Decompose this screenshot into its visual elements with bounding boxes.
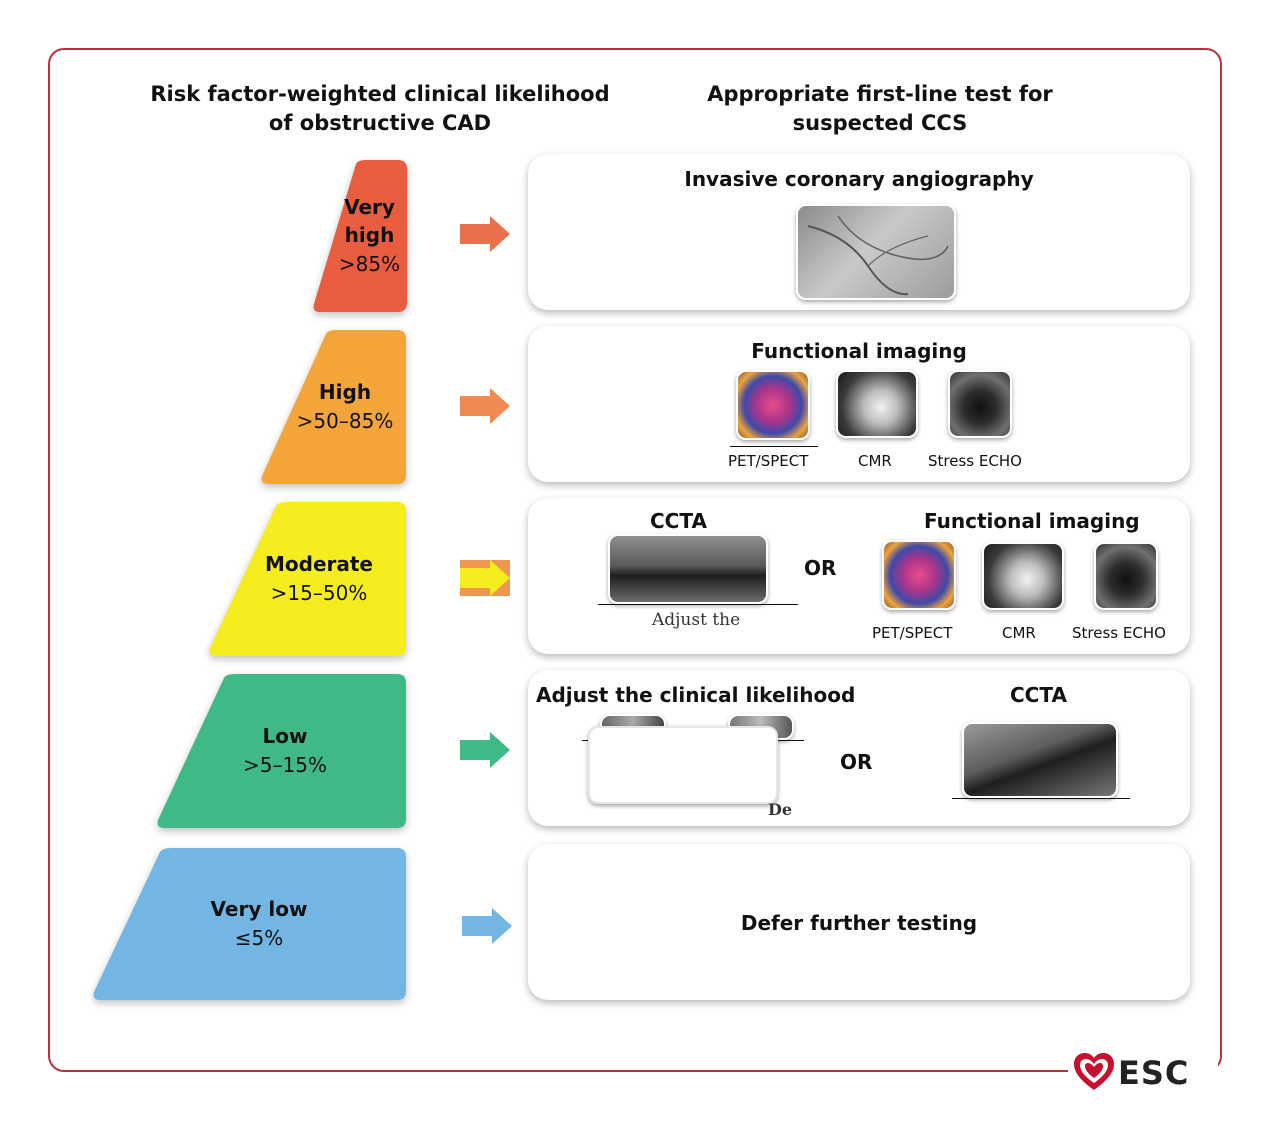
tier-high-range: >50–85% [296, 409, 394, 433]
divider [730, 446, 818, 447]
angiography-image [796, 204, 956, 300]
adjust-fragment-text: Adjust the [652, 610, 741, 630]
tier-moderate: Moderate >15–50% [208, 502, 406, 656]
caption-pet-spect: PET/SPECT [872, 624, 953, 642]
divider [598, 604, 798, 605]
invasive-title: Invasive coronary angiography [684, 167, 1034, 191]
low-right-title: CCTA [1010, 683, 1067, 707]
moderate-right-title: Functional imaging [924, 509, 1140, 533]
heart-icon [1074, 1053, 1114, 1090]
tier-high-name: High [318, 380, 372, 404]
very-low-title: Defer further testing [740, 911, 978, 935]
functional-title: Functional imaging [751, 339, 967, 363]
ccta-image [608, 534, 768, 604]
tier-very-low-name: Very low [210, 897, 308, 921]
low-or-label: OR [840, 750, 873, 774]
right-column-heading: Appropriate first-line test for suspecte… [707, 82, 1053, 135]
tier-very-high-name: Very high [344, 195, 395, 247]
stress-echo-image [1094, 542, 1158, 610]
tier-shape [313, 160, 407, 312]
tier-shape [261, 330, 406, 484]
left-column-heading: Risk factor-weighted clinical likelihood… [150, 82, 610, 135]
arrow-right-icon [462, 908, 512, 944]
tier-very-high: Very high >85% [312, 160, 407, 312]
tier-low-name: Low [262, 724, 308, 748]
moderate-or-label: OR [804, 556, 837, 580]
tier-shape [209, 502, 406, 656]
tier-moderate-name: Moderate [264, 552, 373, 576]
tier-shape [93, 848, 406, 1000]
blank-placeholder-box [588, 726, 778, 804]
cmr-image [836, 370, 918, 438]
tier-very-low: Very low ≤5% [92, 848, 406, 1000]
angiography-vessels-icon [807, 215, 949, 296]
test-card-functional: Functional imaging PET/SPECT CMR Stress … [528, 326, 1190, 482]
arrow-right-icon [460, 560, 510, 596]
tier-high: High >50–85% [260, 330, 406, 484]
test-card-moderate: CCTA Adjust the OR Functional imaging PE… [528, 498, 1190, 654]
test-card-very-low: Defer further testing [528, 844, 1190, 1000]
figure-frame [48, 48, 1222, 1072]
pet-spect-image [736, 370, 810, 440]
esc-logo-text: ESC [1118, 1054, 1190, 1092]
caption-cmr: CMR [858, 452, 892, 470]
arrow-right-icon [460, 388, 510, 424]
caption-pet-spect: PET/SPECT [728, 452, 809, 470]
test-card-invasive: Invasive coronary angiography [528, 154, 1190, 310]
stress-echo-image [948, 370, 1012, 438]
cmr-image [982, 542, 1064, 610]
caption-stress-echo: Stress ECHO [928, 452, 1022, 470]
tier-very-high-range: >85% [338, 252, 401, 276]
tier-low-range: >5–15% [243, 753, 327, 777]
test-card-low: Adjust the clinical likelihood De OR CCT… [528, 670, 1190, 826]
tier-shape [157, 674, 406, 828]
divider [952, 798, 1130, 799]
tier-low: Low >5–15% [156, 674, 406, 828]
caption-stress-echo: Stress ECHO [1072, 624, 1166, 642]
tier-moderate-range: >15–50% [270, 581, 368, 605]
caption-cmr: CMR [1002, 624, 1036, 642]
low-left-title: Adjust the clinical likelihood [536, 683, 856, 707]
moderate-left-title: CCTA [650, 509, 707, 533]
arrow-right-icon [460, 732, 510, 768]
arrow-right-icon [460, 216, 510, 252]
pet-spect-image [882, 540, 956, 610]
defer-fragment-text: De [768, 800, 793, 819]
ccta-image [962, 722, 1118, 798]
tier-very-low-range: ≤5% [234, 926, 284, 950]
esc-logo: ESC [1068, 1050, 1218, 1094]
